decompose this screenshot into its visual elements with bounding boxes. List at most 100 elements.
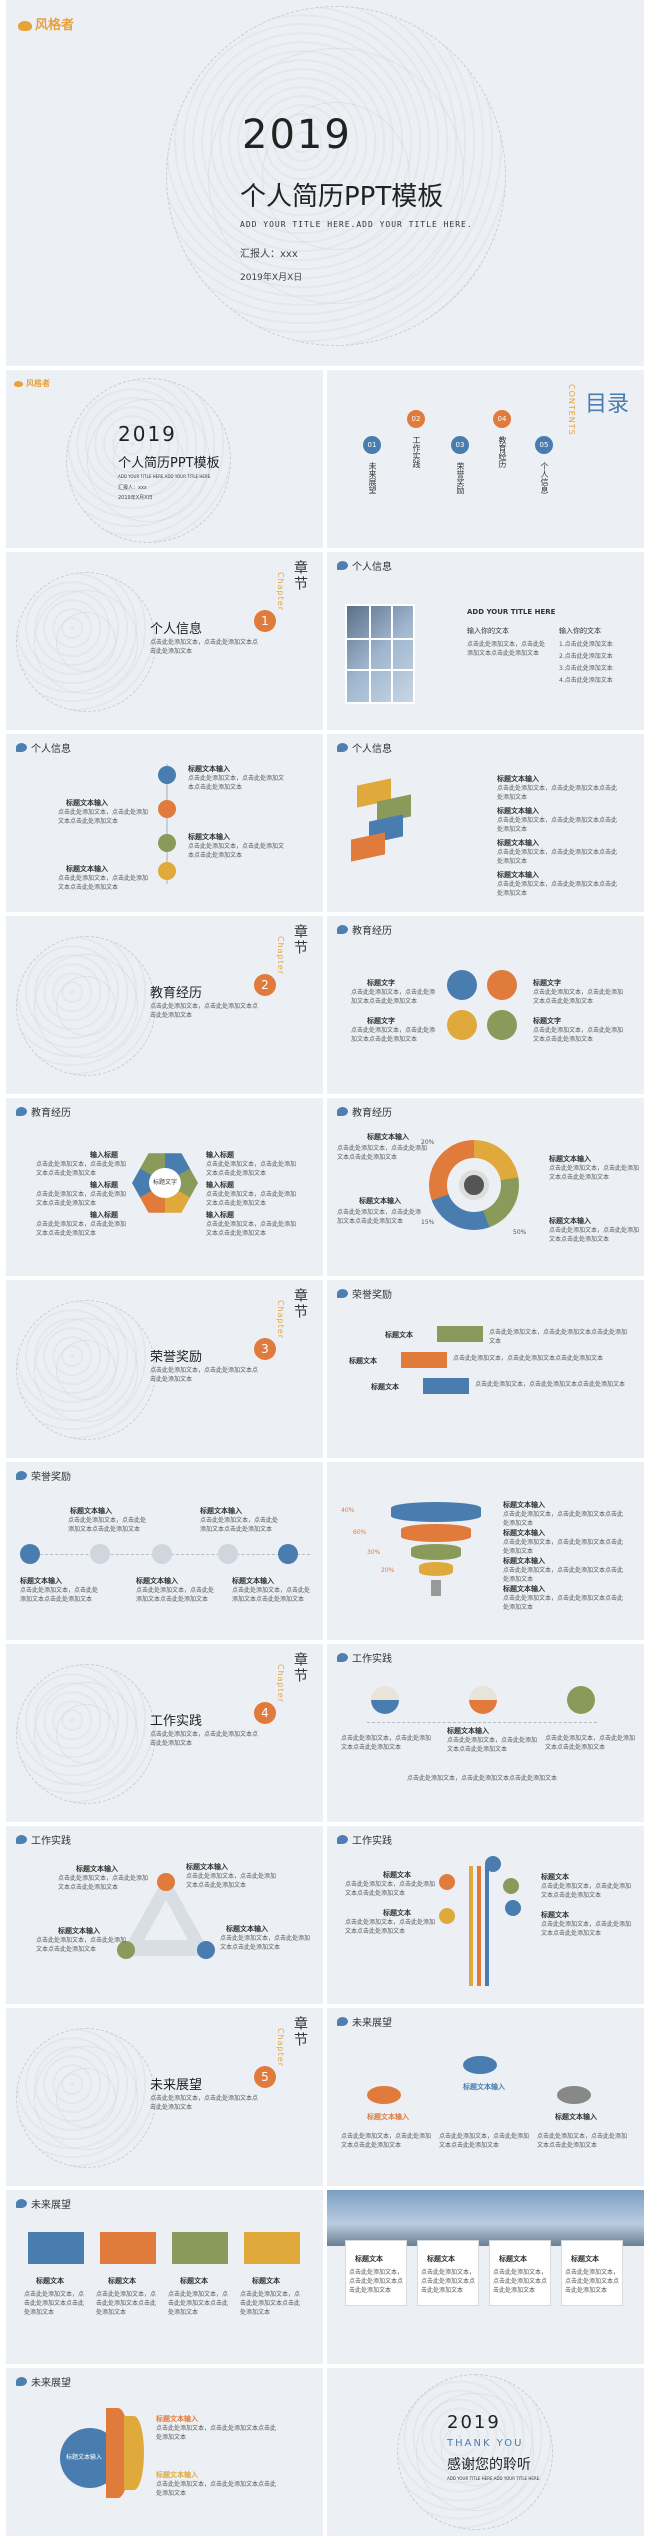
facebook-icon — [505, 1900, 521, 1916]
speech-bubble-icon — [16, 1835, 27, 1844]
cover-small-slide: 风格者 2019 个人简历PPT模板 ADD YOUR TITLE HERE.A… — [6, 370, 323, 548]
future-card-4 — [244, 2232, 300, 2264]
info-slide-3: 个人信息 标题文本输入 点击此处添加文本，点击此处添加文本点击此处添加文本 标题… — [327, 734, 644, 912]
rss-icon — [439, 1874, 455, 1890]
triangle-cycle — [117, 1873, 215, 1959]
chapter-3-slide: 章节 Chapter 3 荣誉奖励 点击此处添加文本，点击此处添加文本点击此处添… — [6, 1280, 323, 1458]
future-card-2 — [100, 2232, 156, 2264]
section-header: 工作实践 — [16, 1832, 71, 1847]
info-slide-1: 个人信息 ADD YOUR TITLE HERE 输入你的文本 输入你的文本 点… — [327, 552, 644, 730]
cover-title-small: 个人简历PPT模板 — [118, 456, 220, 471]
speech-bubble-icon — [16, 2199, 27, 2208]
logo-text: 风格者 — [35, 18, 75, 33]
speech-bubble-icon — [337, 561, 348, 570]
speech-bubble-icon — [337, 743, 348, 752]
chapter-4-slide: 章节 Chapter 4 工作实践 点击此处添加文本，点击此处添加文本点击此处添… — [6, 1644, 323, 1822]
section-header: 工作实践 — [337, 1832, 392, 1847]
timeline-node-4 — [158, 862, 176, 880]
tag-orange — [401, 1352, 447, 1368]
speech-bubble-icon — [337, 925, 348, 934]
speech-bubble-icon — [337, 2017, 348, 2026]
thanks-year: 2019 — [447, 2412, 501, 2433]
thanks-sub: ADD YOUR TITLE HERE.ADD YOUR TITLE HERE. — [447, 2476, 541, 2481]
speech-bubble-icon — [16, 2377, 27, 2386]
cover-subtitle-small: ADD YOUR TITLE HERE.ADD YOUR TITLE HERE. — [118, 474, 212, 479]
cover-date-small: 2019年X月X日 — [118, 495, 153, 501]
cover-subtitle: ADD YOUR TITLE HERE.ADD YOUR TITLE HERE. — [240, 220, 473, 229]
dotted-globe — [66, 378, 231, 543]
chapter-desc: 点击此处添加文本，点击此处添加文本点击此处添加文本 — [150, 639, 259, 655]
section-header: 未来展望 — [337, 2014, 392, 2029]
speech-bubble-icon — [337, 1289, 348, 1298]
awards-slide-1: 荣誉奖励 标题文本 点击此处添加文本，点击此处添加文本点击此处添加文本 标题文本… — [327, 1280, 644, 1458]
cover-slide: 风格者 2019 个人简历PPT模板 ADD YOUR TITLE HERE.A… — [6, 0, 644, 366]
awards-slide-2: 荣誉奖励 标题文本输入 点击此处添加文本，点击此处添加文本点击此处添加文本 标题… — [6, 1462, 323, 1640]
timeline-node-3 — [158, 834, 176, 852]
toc-title: 目录 — [585, 392, 630, 417]
cover-year: 2019 — [242, 112, 352, 158]
work-slide-2: 工作实践 标题文本输入 点击此处添加文本，点击此处添加文本点击此处添加文本 标题… — [6, 1826, 323, 2004]
work-slide-3: 工作实践 标题文本 点击此处添加文本，点击此处添加文本点击此处添加文本 标题文本… — [327, 1826, 644, 2004]
info-col1: 输入你的文本 — [467, 627, 509, 635]
funnel-layer-3 — [411, 1544, 461, 1560]
chapter-label: 章节 — [292, 560, 308, 592]
chapter-label-en: Chapter — [276, 572, 285, 611]
fish-icon-orange — [367, 2086, 401, 2104]
future-slide-1: 未来展望 标题文本输入 标题文本输入 标题文本输入 点击此处添加文本，点击此处添… — [327, 2008, 644, 2186]
info-heading: ADD YOUR TITLE HERE — [467, 608, 556, 616]
speech-bubble-icon — [16, 1107, 27, 1116]
info-desc: 点击此处添加文本，点击此处添加文本点击此处添加文本 — [467, 641, 546, 657]
share-icon — [439, 1908, 455, 1924]
thanks-slide: 2019 THANK YOU 感谢您的聆听 ADD YOUR TITLE HER… — [327, 2368, 644, 2536]
brand-logo: 风格者 — [18, 14, 74, 33]
chapter-title: 个人信息 — [150, 622, 203, 637]
chameleon-icon — [18, 20, 32, 31]
speech-bubble-icon — [337, 1653, 348, 1662]
speech-bubble-icon — [337, 1107, 348, 1116]
future-card-3 — [172, 2232, 228, 2264]
work-slide-1: 工作实践 标题文本输入 点击此处添加文本，点击此处添加文本点击此处添加文本 点击… — [327, 1644, 644, 1822]
building-photo — [345, 604, 415, 704]
section-header: 教育经历 — [337, 1104, 392, 1119]
chapter-5-slide: 章节 Chapter 5 未来展望 点击此处添加文本，点击此处添加文本点击此处添… — [6, 2008, 323, 2186]
hexagon-center: 标题文字 — [149, 1168, 181, 1198]
thanks-en: THANK YOU — [447, 2438, 524, 2449]
fish-icon-blue — [463, 2056, 497, 2074]
edu-slide-2: 教育经历 标题文字 输入标题 点击此处添加文本，点击此处添加文本点击此处添加文本… — [6, 1098, 323, 1276]
cover-date: 2019年X月X日 — [240, 273, 303, 283]
dotted-globe — [16, 1664, 156, 1804]
step-block-4 — [351, 832, 385, 862]
twitter-icon — [485, 1856, 501, 1872]
thanks-zh: 感谢您的聆听 — [447, 2457, 531, 2473]
awards-slide-3: 40% 60% 30% 20% 标题文本输入 点击此处添加文本，点击此处添加文本… — [327, 1462, 644, 1640]
section-header: 未来展望 — [16, 2374, 71, 2389]
edu-slide-1: 教育经历 标题文字 点击此处添加文本，点击此处添加文本点击此处添加文本 标题文字… — [327, 916, 644, 1094]
dotted-globe — [397, 2374, 553, 2530]
dotted-globe — [16, 936, 156, 1076]
chapter-number: 1 — [254, 610, 276, 632]
toc-label-5[interactable]: 个人信息 — [540, 462, 549, 494]
cover-reporter-small: 汇报人：xxx — [118, 485, 147, 491]
funnel-arrow — [431, 1580, 441, 1596]
toc-title-en: CONTENTS — [567, 384, 576, 436]
section-header: 荣誉奖励 — [337, 1286, 392, 1301]
section-header: 工作实践 — [337, 1650, 392, 1665]
future-slide-3: 标题文本 标题文本 标题文本 标题文本 点击此处添加文本，点击此处添加文本点击此… — [327, 2190, 644, 2364]
brand-logo-small: 风格者 — [14, 378, 50, 389]
toc-num-3: 03 — [451, 436, 469, 454]
toc-label-1[interactable]: 未来展望 — [368, 462, 377, 494]
dotted-globe — [16, 572, 156, 712]
section-header: 未来展望 — [16, 2196, 71, 2211]
timeline-node-2 — [158, 800, 176, 818]
timeline-node-1 — [158, 766, 176, 784]
chapter-2-slide: 章节 Chapter 2 教育经历 点击此处添加文本，点击此处添加文本点击此处添… — [6, 916, 323, 1094]
eye-icon — [459, 1170, 489, 1200]
speech-bubble-icon — [337, 1835, 348, 1844]
toc-slide: 目录 CONTENTS 01 未来展望 02 工作实践 03 荣誉奖励 04 教… — [327, 370, 644, 548]
toc-label-3[interactable]: 荣誉奖励 — [456, 462, 465, 494]
section-header: 教育经历 — [337, 922, 392, 937]
toc-label-4[interactable]: 教育经历 — [498, 436, 507, 468]
dotted-globe — [166, 6, 506, 346]
toc-label-2[interactable]: 工作实践 — [412, 436, 421, 468]
funnel-layer-4 — [419, 1562, 453, 1576]
